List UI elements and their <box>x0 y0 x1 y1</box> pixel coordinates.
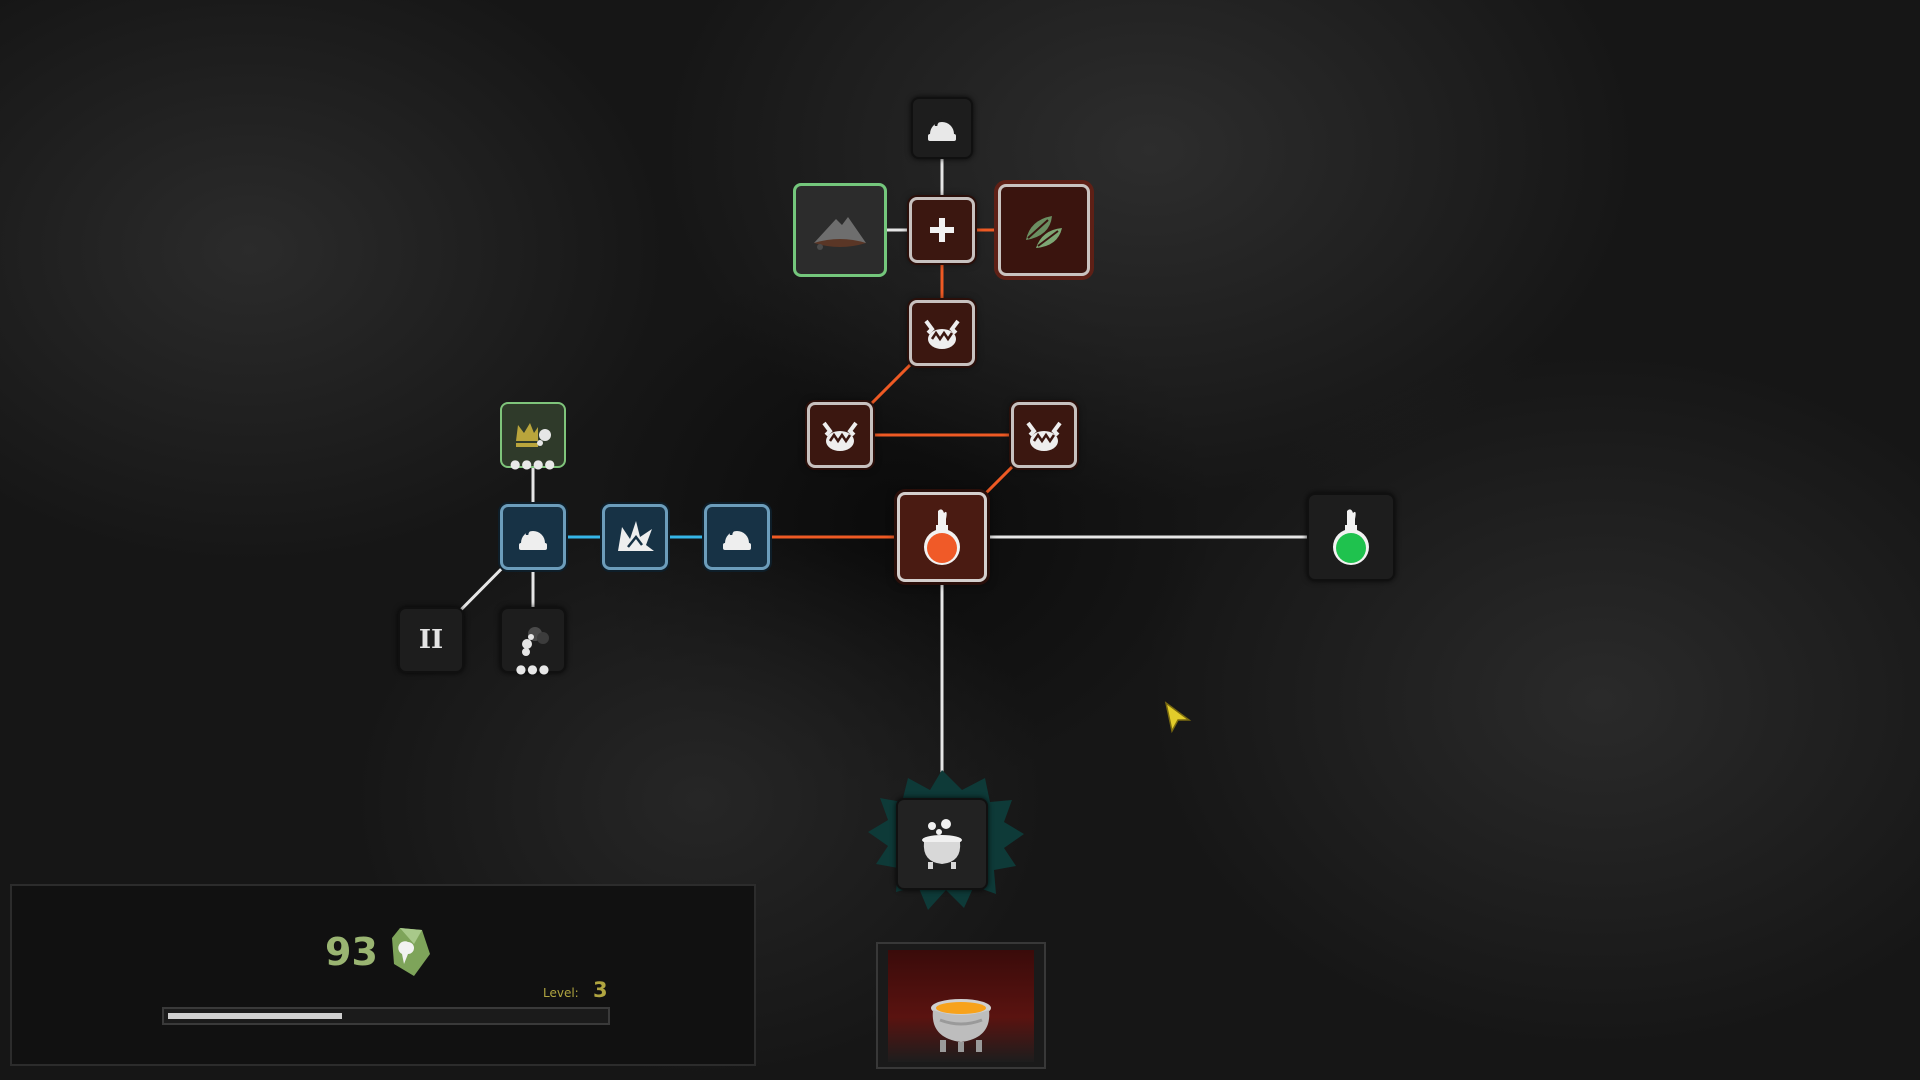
smoke-icon <box>522 627 549 656</box>
node-crown-rank-dots: ●●●● <box>510 457 556 471</box>
node-claw-right[interactable] <box>1011 402 1077 468</box>
cursor-arrow-icon <box>1164 701 1192 734</box>
claw-icon <box>924 319 960 349</box>
node-heap[interactable] <box>793 183 887 277</box>
cauldron-icon <box>922 819 962 869</box>
snow-globe-icon <box>723 527 751 550</box>
mound-icon <box>814 217 866 250</box>
essence-gem-icon <box>392 928 430 976</box>
essence-panel: 93 Level: 3 <box>10 884 756 1066</box>
spike-icon <box>618 521 654 551</box>
node-green-potion[interactable] <box>1307 493 1395 581</box>
leaf-icon <box>1026 216 1062 248</box>
node-claw-left[interactable] <box>807 402 873 468</box>
crown-icon <box>516 423 551 447</box>
snow-globe-icon <box>519 527 547 550</box>
essence-points-value: 93 <box>325 930 378 974</box>
node-blue-globe-left[interactable] <box>500 504 566 570</box>
green-potion-icon <box>1333 509 1369 565</box>
node-leaf[interactable] <box>998 184 1090 276</box>
brewing-pot-slot[interactable] <box>876 942 1046 1069</box>
node-spike[interactable] <box>602 504 668 570</box>
snow-globe-icon <box>928 118 956 141</box>
lava-pot-icon <box>931 999 991 1052</box>
experience-bar-fill <box>168 1013 342 1019</box>
node-tier-two[interactable]: II <box>398 607 464 673</box>
node-blue-globe-right[interactable] <box>704 504 770 570</box>
node-smoke[interactable]: ●●● <box>500 607 566 676</box>
node-cauldron[interactable] <box>896 798 988 890</box>
node-plus[interactable] <box>909 197 975 263</box>
node-smoke-rank-dots: ●●● <box>515 662 551 676</box>
plus-icon <box>930 218 954 242</box>
node-fire-potion[interactable] <box>897 492 987 582</box>
level-value: 3 <box>593 978 608 1002</box>
level-label: Level: <box>543 986 579 1000</box>
claw-icon <box>822 421 858 451</box>
node-top-flask[interactable] <box>911 97 973 159</box>
fire-potion-icon <box>924 509 960 565</box>
experience-bar <box>162 1007 610 1025</box>
brewing-pot-background <box>888 950 1034 1062</box>
node-crown[interactable]: ●●●● <box>500 402 566 471</box>
claw-icon <box>1026 421 1062 451</box>
node-claw-top[interactable] <box>909 300 975 366</box>
roman-two-icon: II <box>418 625 444 655</box>
